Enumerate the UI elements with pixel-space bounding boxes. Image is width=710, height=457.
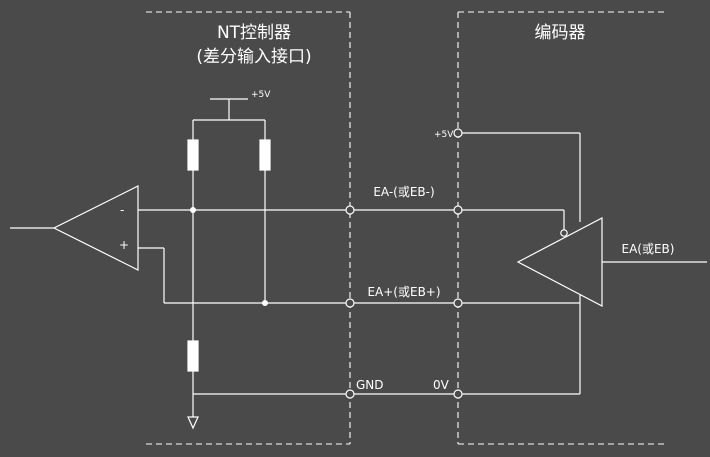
encoder-supply-label: +5V [434,130,454,140]
controller-title-line2: (差分输入接口) [196,47,311,67]
pulldown-resistor [187,210,199,417]
junction-dot [262,300,268,306]
opamp-receiver [10,185,139,271]
terminals [345,128,463,399]
signal-plus-label: EA+(或EB+) [367,285,440,299]
signal-minus-label: EA-(或EB-) [373,185,434,199]
zero-volt-label: 0V [433,378,450,392]
encoder-title: 编码器 [535,23,586,43]
encoder-line-driver [516,217,707,394]
controller-boundary [146,11,351,445]
encoder-supply-line [458,132,581,222]
ground-label: GND [356,378,384,392]
encoder-output-label: EA(或EB) [622,242,675,256]
signal-plus-line [138,247,580,304]
pullup-resistor-left [187,120,199,210]
controller-supply-label: +5V [251,90,271,100]
opamp-minus-label: - [120,203,124,217]
junction-dot [190,207,196,213]
opamp-plus-label: + [119,238,129,252]
controller-supply [193,98,265,121]
ground-icon [187,416,199,430]
encoder-boundary [457,11,664,445]
controller-title-line1: NT控制器 [217,23,291,43]
pullup-resistor-right [259,120,271,303]
